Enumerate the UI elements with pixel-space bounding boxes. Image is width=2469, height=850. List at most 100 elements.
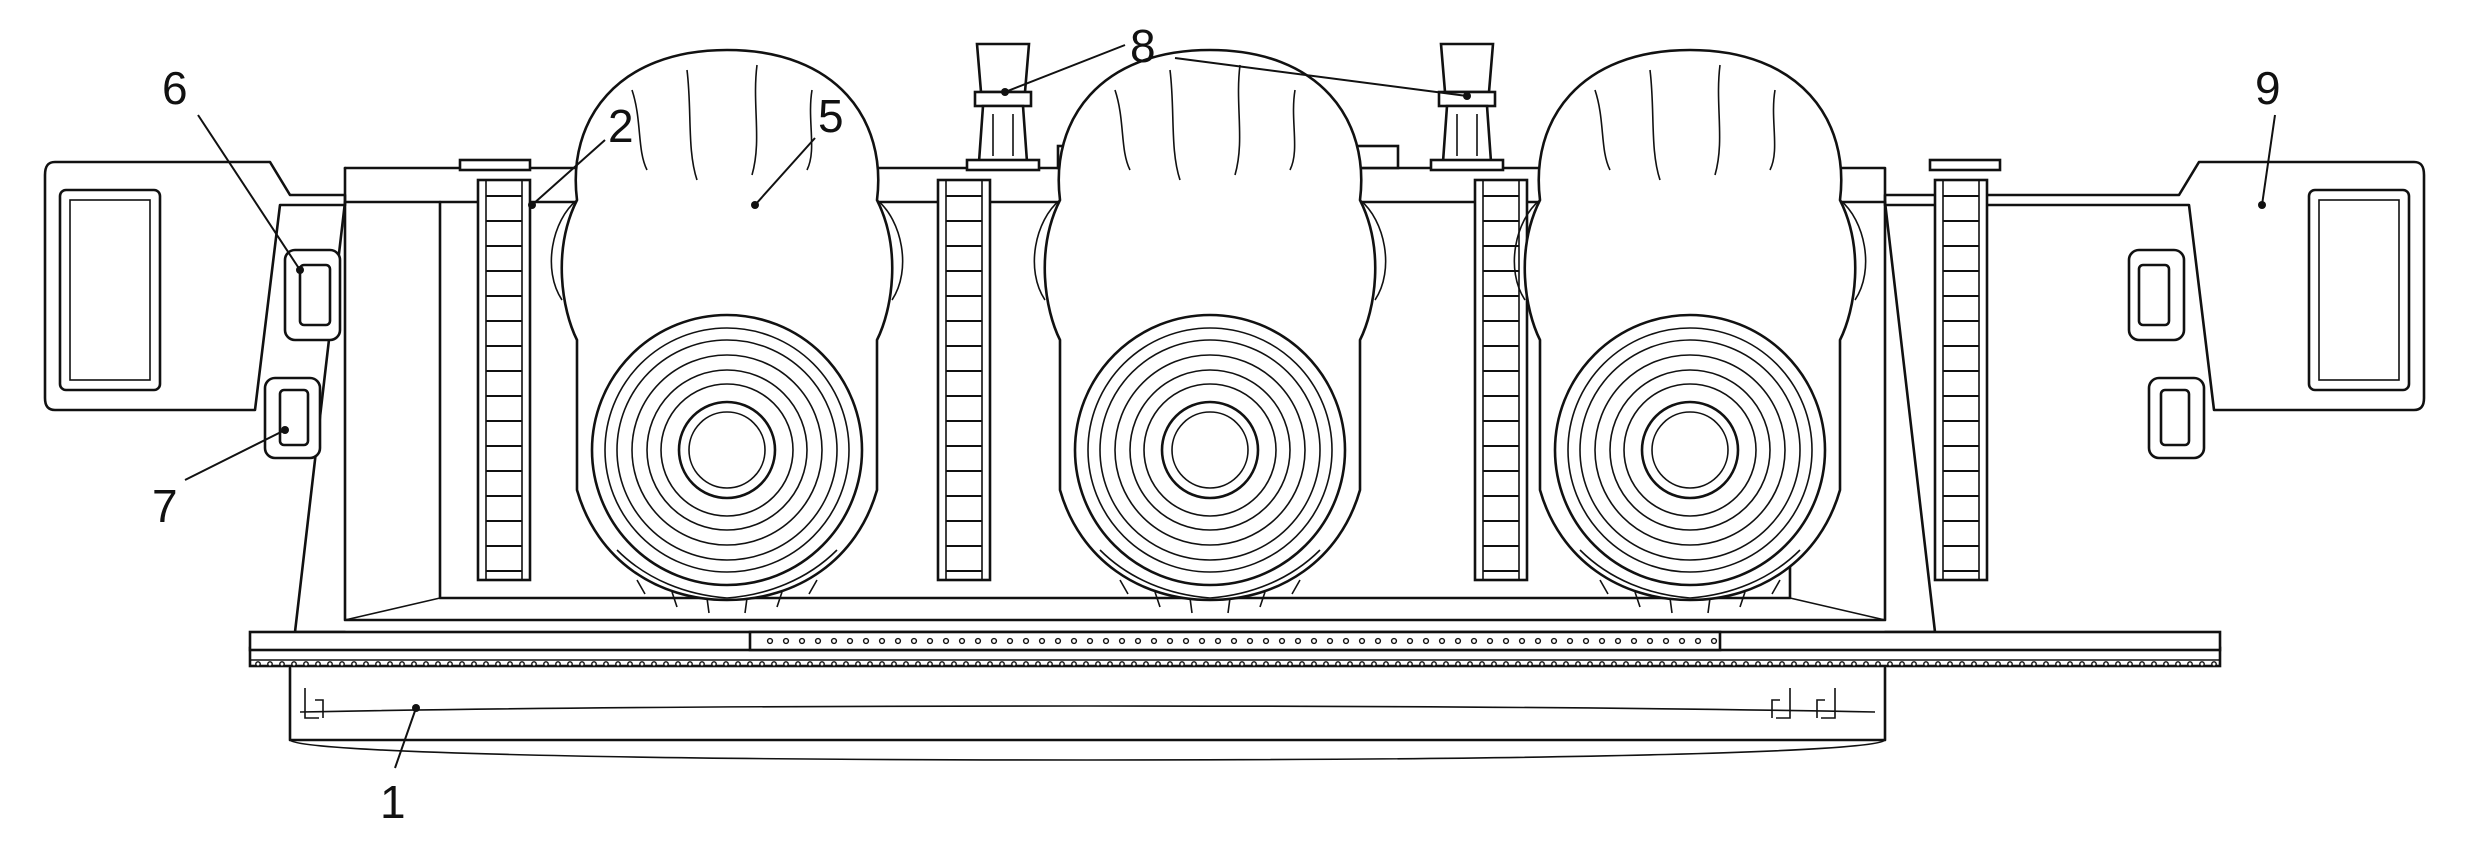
- base-frame: [248, 646, 2222, 761]
- rivet: [1719, 661, 1725, 667]
- rivet: [1150, 637, 1158, 645]
- rivet: [1534, 637, 1542, 645]
- rivet: [1503, 661, 1509, 667]
- rivet: [855, 661, 861, 667]
- funnel-left: [965, 42, 1041, 172]
- rivet: [1119, 661, 1125, 667]
- rivet: [1959, 661, 1965, 667]
- rivet: [1695, 661, 1701, 667]
- rivet: [363, 661, 369, 667]
- rivet: [1383, 661, 1389, 667]
- rivet: [1294, 637, 1302, 645]
- rivet: [1215, 661, 1221, 667]
- rivet: [1887, 661, 1893, 667]
- rivet: [735, 661, 741, 667]
- rivet: [651, 661, 657, 667]
- rivet: [1995, 661, 2001, 667]
- rivet: [1527, 661, 1533, 667]
- rivet: [1230, 637, 1238, 645]
- rivet: [1875, 661, 1881, 667]
- rivet: [291, 661, 297, 667]
- funnel-right: [1429, 42, 1505, 172]
- rivet: [1614, 637, 1622, 645]
- rivet: [999, 661, 1005, 667]
- rivet: [1310, 637, 1318, 645]
- rivet: [1470, 637, 1478, 645]
- rivet: [878, 637, 886, 645]
- rivet: [1515, 661, 1521, 667]
- rivet: [1191, 661, 1197, 667]
- rivet: [1118, 637, 1126, 645]
- rivet: [2079, 661, 2085, 667]
- rivet: [1563, 661, 1569, 667]
- rivet: [819, 661, 825, 667]
- rivet: [759, 661, 765, 667]
- rivet: [1455, 661, 1461, 667]
- rivet: [1755, 661, 1761, 667]
- rivet: [1827, 661, 1833, 667]
- rivet: [1102, 637, 1110, 645]
- rivet: [1299, 661, 1305, 667]
- rivet: [1107, 661, 1113, 667]
- rivet: [2055, 661, 2061, 667]
- rivet: [483, 661, 489, 667]
- rivet: [990, 637, 998, 645]
- rivet: [1683, 661, 1689, 667]
- rivet: [615, 661, 621, 667]
- rivet: [1598, 637, 1606, 645]
- rivet: [519, 661, 525, 667]
- rivet: [974, 637, 982, 645]
- rivet: [1198, 637, 1206, 645]
- rivet: [675, 661, 681, 667]
- rivet: [1054, 637, 1062, 645]
- rivet: [939, 661, 945, 667]
- rivet: [903, 661, 909, 667]
- rivet: [1647, 661, 1653, 667]
- rivet: [531, 661, 537, 667]
- rivet: [2199, 661, 2205, 667]
- rivet: [942, 637, 950, 645]
- callout-8: 8: [1130, 20, 1156, 72]
- rivet: [351, 661, 357, 667]
- rivet: [1550, 637, 1558, 645]
- rivet: [814, 637, 822, 645]
- rivet: [255, 661, 261, 667]
- rivet: [327, 661, 333, 667]
- rivet: [1023, 661, 1029, 667]
- rivet: [843, 661, 849, 667]
- rivet: [1599, 661, 1605, 667]
- rivet: [1659, 661, 1665, 667]
- rivet: [1839, 661, 1845, 667]
- rivet: [1006, 637, 1014, 645]
- rivet: [1395, 661, 1401, 667]
- rivet: [1454, 637, 1462, 645]
- rivet: [862, 637, 870, 645]
- callout-9: 9: [2255, 62, 2281, 114]
- rivet: [2103, 661, 2109, 667]
- left-wing: [43, 160, 347, 460]
- rivet: [1323, 661, 1329, 667]
- rivet: [579, 661, 585, 667]
- rivet: [1863, 661, 1869, 667]
- rivet: [1155, 661, 1161, 667]
- rivet: [2139, 661, 2145, 667]
- rivet: [1239, 661, 1245, 667]
- rivet: [2187, 661, 2193, 667]
- rivet: [1947, 661, 1953, 667]
- rivet: [1710, 637, 1718, 645]
- rivet: [1011, 661, 1017, 667]
- rivet: [339, 661, 345, 667]
- rivet: [1646, 637, 1654, 645]
- rivet: [663, 661, 669, 667]
- rivet: [1407, 661, 1413, 667]
- rivet: [894, 637, 902, 645]
- rivet: [1671, 661, 1677, 667]
- rivet: [699, 661, 705, 667]
- rivet: [782, 637, 790, 645]
- rivet: [1047, 661, 1053, 667]
- bag-2: [1033, 48, 1387, 615]
- rivet: [1431, 661, 1437, 667]
- rivet: [1467, 661, 1473, 667]
- rivet: [1611, 661, 1617, 667]
